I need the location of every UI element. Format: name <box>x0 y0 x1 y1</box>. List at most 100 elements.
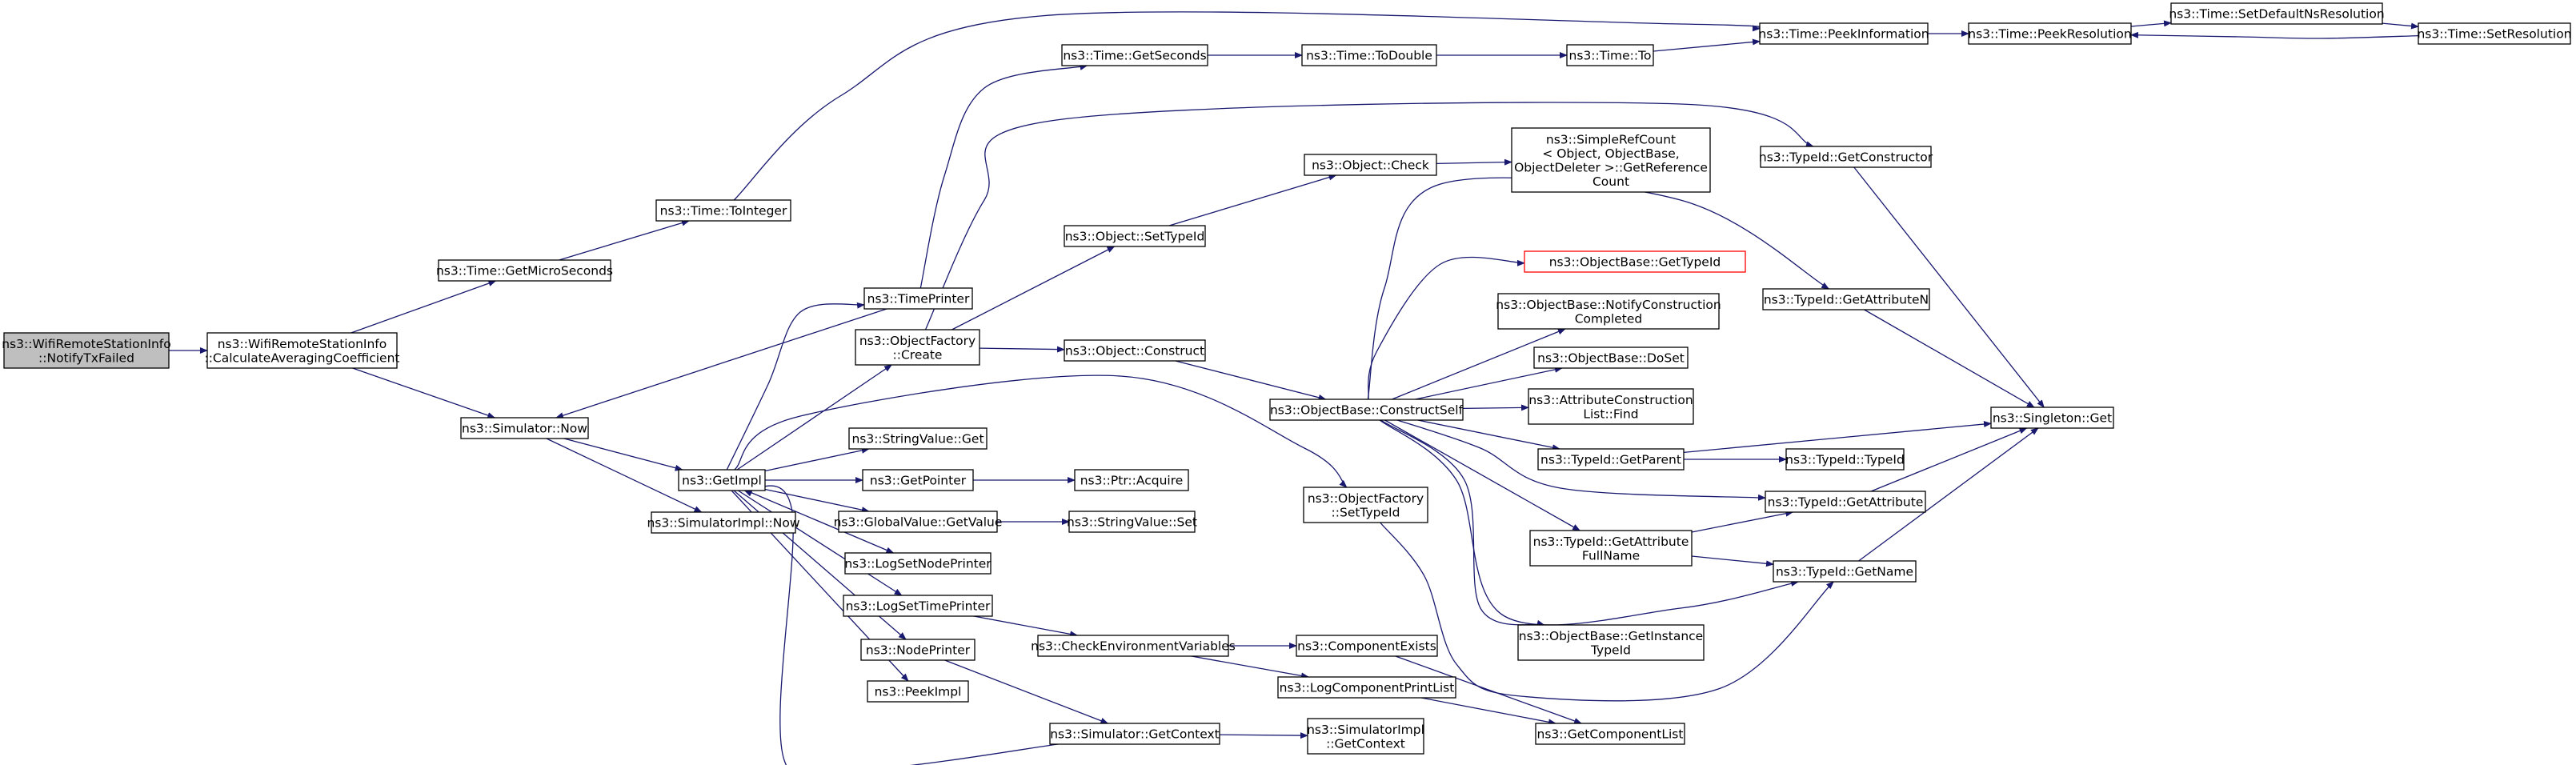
node-simgetcontext[interactable]: ns3::Simulator::GetContext <box>1049 723 1220 745</box>
node-logsettimeprinter[interactable]: ns3::LogSetTimePrinter <box>843 595 993 617</box>
node-checkenv[interactable]: ns3::CheckEnvironmentVariables <box>1031 635 1236 657</box>
node-doset[interactable]: ns3::ObjectBase::DoSet <box>1533 346 1689 369</box>
node-box <box>1524 250 1746 273</box>
node-stringvalueset[interactable]: ns3::StringValue::Set <box>1067 511 1197 533</box>
node-timetodouble[interactable]: ns3::Time::ToDouble <box>1301 44 1437 66</box>
node-peekinformation[interactable]: ns3::Time::PeekInformation <box>1758 22 1929 45</box>
node-getmicroseconds[interactable]: ns3::Time::GetMicroSeconds <box>436 259 613 282</box>
node-notifytxfailed[interactable]: ns3::WifiRemoteStationInfo::NotifyTxFail… <box>2 332 171 369</box>
node-box <box>438 259 611 282</box>
node-label: ns3::Ptr::Acquire <box>1080 474 1184 488</box>
node-singletonget[interactable]: ns3::Singleton::Get <box>1990 407 2114 429</box>
edge-constructself-to-typeidgetname <box>1379 419 1800 626</box>
node-objfactorycreate[interactable]: ns3::ObjectFactory::Create <box>855 329 980 366</box>
node-constructself[interactable]: ns3::ObjectBase::ConstructSelf <box>1269 399 1464 421</box>
node-box <box>1785 448 1905 471</box>
node-typeidgetattribute[interactable]: ns3::TypeId::GetAttribute <box>1765 491 1926 513</box>
node-box <box>2170 2 2383 25</box>
node-box <box>1277 676 1456 699</box>
node-ptracquire[interactable]: ns3::Ptr::Acquire <box>1074 469 1189 491</box>
node-objectcheck[interactable]: ns3::Object::Check <box>1304 154 1437 176</box>
node-box <box>1760 146 1932 168</box>
node-typeidtypeid[interactable]: ns3::TypeId::TypeId <box>1785 448 1905 471</box>
node-label: ::SetTypeId <box>1332 505 1400 519</box>
node-box <box>855 329 980 366</box>
node-typeidgetattributen[interactable]: ns3::TypeId::GetAttributeN <box>1762 288 1930 310</box>
edge-getimpl-to-objfactorysettypeid <box>734 374 1348 488</box>
node-simimplgetcontext[interactable]: ns3::SimulatorImpl::GetContext <box>1307 718 1424 755</box>
edge-objfactorycreate-to-typeidgetconstructor <box>924 102 1814 330</box>
node-objectconstruct[interactable]: ns3::Object::Construct <box>1064 339 1206 362</box>
node-label: ns3::GetImpl <box>682 474 762 488</box>
node-label: ns3::Time::ToDouble <box>1306 49 1432 63</box>
node-label: ns3::ObjectBase::ConstructSelf <box>1270 403 1464 418</box>
node-label: ns3::AttributeConstruction <box>1528 393 1693 407</box>
node-componentexists[interactable]: ns3::ComponentExists <box>1296 635 1438 657</box>
node-tointeger[interactable]: ns3::Time::ToInteger <box>655 199 791 222</box>
node-setresolution[interactable]: ns3::Time::SetResolution <box>2417 22 2572 45</box>
node-timeto[interactable]: ns3::Time::To <box>1566 44 1654 66</box>
node-objectbasegettypeid[interactable]: ns3::ObjectBase::GetTypeId <box>1524 250 1746 273</box>
node-getcomponentlist[interactable]: ns3::GetComponentList <box>1535 723 1685 745</box>
edge-setdefaultnsres-to-setresolution <box>2382 22 2419 30</box>
node-typeidgetconstructor[interactable]: ns3::TypeId::GetConstructor <box>1759 146 1933 168</box>
edge-nodeprinter-to-simgetcontext <box>944 659 1109 724</box>
node-typeidgetparent[interactable]: ns3::TypeId::GetParent <box>1537 448 1685 471</box>
node-objectsettypeid[interactable]: ns3::Object::SetTypeId <box>1064 225 1206 247</box>
node-getimpl[interactable]: ns3::GetImpl <box>678 469 766 491</box>
edge-typeidgetconstructor-to-singletonget <box>1853 166 2045 408</box>
edge-typeidgetname-to-singletonget <box>1858 427 2039 562</box>
node-label: ns3::WifiRemoteStationInfo <box>218 337 387 351</box>
node-timeprinter[interactable]: ns3::TimePrinter <box>863 287 973 310</box>
node-box <box>1533 346 1689 369</box>
node-label: ns3::LogSetTimePrinter <box>846 599 991 614</box>
node-simplerefcount[interactable]: ns3::SimpleRefCount< Object, ObjectBase,… <box>1511 127 1711 193</box>
edge-constructself-to-getinstancetypeid <box>1380 419 1545 627</box>
node-label: ns3::Time::GetSeconds <box>1063 49 1206 63</box>
node-calcavg[interactable]: ns3::WifiRemoteStationInfo::CalculateAve… <box>204 332 400 369</box>
node-peekimpl[interactable]: ns3::PeekImpl <box>867 680 969 703</box>
edge-getimpl-to-timeprinter <box>726 302 865 471</box>
node-getpointer[interactable]: ns3::GetPointer <box>862 469 974 491</box>
node-label: ns3::Object::Construct <box>1065 344 1204 358</box>
edge-peekresolution-to-setdefaultnsres <box>2130 20 2172 27</box>
edge-constructself-to-typeidgetattribute <box>1396 419 1766 501</box>
edge-calcavg-to-simnow <box>352 367 496 419</box>
node-label: ns3::CheckEnvironmentVariables <box>1031 639 1236 654</box>
node-stringvalueget[interactable]: ns3::StringValue::Get <box>848 427 988 450</box>
node-box <box>678 469 766 491</box>
node-simnow[interactable]: ns3::Simulator::Now <box>460 417 589 439</box>
node-label: ns3::ObjectBase::NotifyConstruction <box>1496 298 1721 312</box>
node-box <box>1990 407 2114 429</box>
node-notifyconstruction[interactable]: ns3::ObjectBase::NotifyConstructionCompl… <box>1496 293 1721 330</box>
edge-getmicroseconds-to-tointeger <box>559 219 690 261</box>
edge-objfactorycreate-to-objectsettypeid <box>951 246 1116 330</box>
node-label: Completed <box>1575 311 1643 326</box>
node-label: ns3::Time::ToInteger <box>660 204 787 218</box>
edge-timeto-to-peekinformation <box>1653 38 1761 52</box>
node-nodeprinter[interactable]: ns3::NodePrinter <box>860 639 976 661</box>
edge-getimpl-to-globalvaluegetvalue <box>764 488 870 514</box>
edge-logcomponentprintlist-to-getcomponentlist <box>1420 697 1556 726</box>
node-simimplnow[interactable]: ns3::SimulatorImpl::Now <box>647 511 800 534</box>
node-box <box>651 511 796 534</box>
node-setdefaultnsres[interactable]: ns3::Time::SetDefaultNsResolution <box>2169 2 2385 25</box>
node-label: ns3::GetComponentList <box>1537 727 1684 742</box>
node-objfactorysettypeid[interactable]: ns3::ObjectFactory::SetTypeId <box>1303 487 1428 523</box>
edge-getimpl-to-logsetnodeprinter <box>746 490 895 554</box>
node-peekresolution[interactable]: ns3::Time::PeekResolution <box>1968 22 2132 45</box>
node-logcomponentprintlist[interactable]: ns3::LogComponentPrintList <box>1277 676 1456 699</box>
node-globalvaluegetvalue[interactable]: ns3::GlobalValue::GetValue <box>834 511 1003 533</box>
node-label: ns3::Object::SetTypeId <box>1065 230 1205 244</box>
node-label: ns3::Singleton::Get <box>1993 411 2112 426</box>
node-typeidgetname[interactable]: ns3::TypeId::GetName <box>1773 560 1917 583</box>
node-logsetnodeprinter[interactable]: ns3::LogSetNodePrinter <box>844 552 992 575</box>
node-box <box>1061 44 1208 66</box>
node-box <box>838 511 998 533</box>
node-label: ns3::Time::SetDefaultNsResolution <box>2169 7 2384 22</box>
node-timegetseconds[interactable]: ns3::Time::GetSeconds <box>1061 44 1208 66</box>
